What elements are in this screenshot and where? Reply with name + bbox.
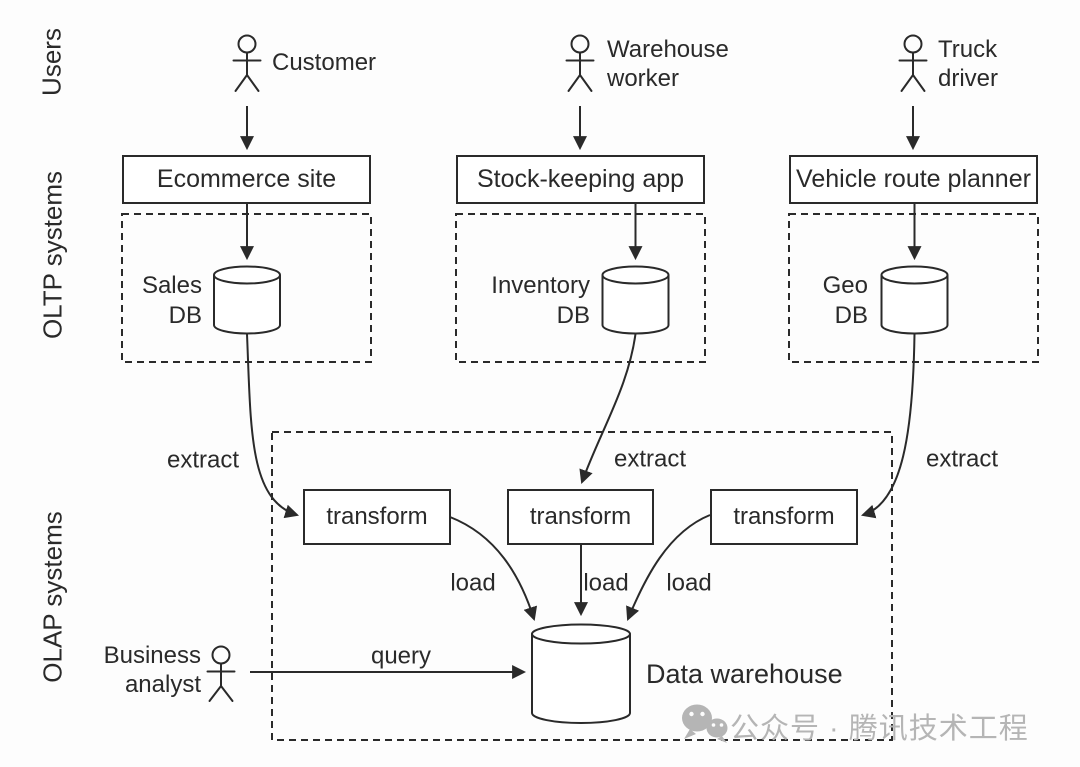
vehicle-route-planner-box: Vehicle route planner xyxy=(789,155,1038,204)
transform1-load-arrow xyxy=(449,516,538,622)
transform-box-3: transform xyxy=(710,489,858,545)
data-warehouse-cylinder-icon xyxy=(531,623,631,724)
load-label-3: load xyxy=(666,569,712,597)
inventory-db-cylinder-icon xyxy=(601,265,670,335)
transform-box-1: transform xyxy=(303,489,451,545)
wechat-icon xyxy=(682,704,728,743)
warehouse-worker-label-line2: worker xyxy=(607,65,680,92)
extract-label-3: extract xyxy=(925,445,999,473)
row-label-oltp-systems: OLTP systems xyxy=(37,170,68,340)
row-label-users: Users xyxy=(36,28,67,96)
truck-driver-label: Truck driver xyxy=(938,35,998,93)
inventory-db-label: Inventory DB xyxy=(478,271,590,331)
inventory-db-label-line2: DB xyxy=(556,302,590,329)
customer-label: Customer xyxy=(272,49,377,76)
load-label-2: load xyxy=(583,569,629,597)
transform3-load-arrow xyxy=(626,514,711,621)
customer-person-icon xyxy=(232,34,262,92)
geo-db-cylinder-icon xyxy=(880,265,949,335)
geo-db-label-line2: DB xyxy=(834,302,868,329)
warehouse-worker-person-icon xyxy=(565,34,595,92)
business-analyst-person-icon xyxy=(206,645,236,702)
sales-db-label-line2: DB xyxy=(168,302,202,329)
warehouse-worker-label-line1: Warehouse xyxy=(607,36,729,63)
extract-label-2: extract xyxy=(613,445,687,473)
warehouse-worker-label: Warehouse worker xyxy=(607,35,729,93)
inventorydb-extract-arrow xyxy=(579,333,637,484)
truck-driver-label-line2: driver xyxy=(938,65,999,92)
query-label: query xyxy=(370,642,432,670)
geodb-extract-arrow xyxy=(860,333,916,519)
truck-driver-person-icon xyxy=(898,34,928,92)
data-warehouse-label: Data warehouse xyxy=(646,659,843,689)
stock-keeping-app-box: Stock-keeping app xyxy=(456,155,705,204)
sales-db-label-line1: Sales xyxy=(141,272,202,299)
transform-box-2: transform xyxy=(507,489,654,545)
business-analyst-label-line2: analyst xyxy=(124,671,201,698)
sales-db-cylinder-icon xyxy=(213,265,281,335)
watermark-text: 公众号 · 腾讯技术工程 xyxy=(730,713,1029,745)
truck-driver-label-line1: Truck xyxy=(938,36,998,63)
oltp-inventory-dashed-box xyxy=(455,213,706,363)
row-label-olap-systems: OLAP systems xyxy=(37,511,68,683)
olap-dashed-box xyxy=(271,431,893,741)
geo-db-label-line1: Geo xyxy=(822,272,868,299)
geo-db-label: Geo DB xyxy=(794,271,868,331)
extract-label-1: extract xyxy=(166,446,240,474)
ecommerce-site-box: Ecommerce site xyxy=(122,155,371,204)
inventory-db-label-line1: Inventory xyxy=(491,272,590,299)
business-analyst-label-line1: Business xyxy=(103,642,201,669)
business-analyst-label: Business analyst xyxy=(95,641,201,699)
sales-db-label: Sales DB xyxy=(118,271,202,331)
salesdb-extract-arrow xyxy=(246,333,300,519)
load-label-1: load xyxy=(450,569,496,597)
